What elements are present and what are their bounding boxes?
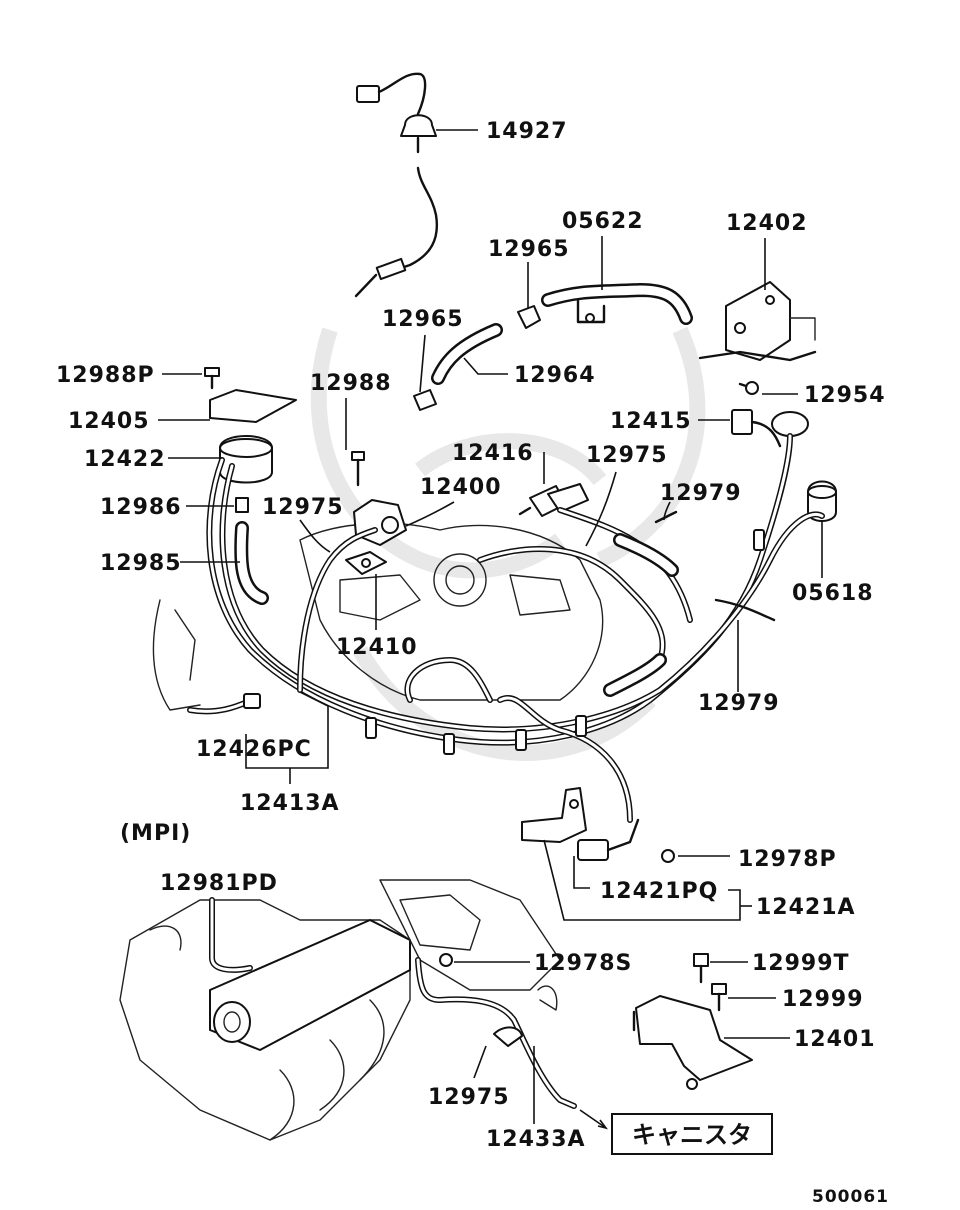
label-12978S: 12978S [534,951,632,976]
label-12975-right: 12975 [586,443,668,468]
label-14927: 14927 [486,119,568,144]
label-12999: 12999 [782,987,864,1012]
hose-12433A [415,957,577,1109]
bracket-12402 [698,281,817,362]
intake-manifold-mpi [119,879,561,1141]
label-05618: 05618 [792,581,874,606]
label-12410: 12410 [336,635,418,660]
canister-label: キャニスタ [632,1121,752,1149]
label-12415: 12415 [610,409,692,434]
label-12413A: 12413A [240,791,340,816]
label-12986: 12986 [100,495,182,520]
hose-12964 [431,323,503,385]
label-12975-left: 12975 [262,495,344,520]
label-12979-top: 12979 [660,481,742,506]
bracket-12421A [521,787,640,861]
hose-pipe-05622 [541,283,693,325]
label-12981PD: 12981PD [160,871,278,896]
label-12985: 12985 [100,551,182,576]
fitting-12986 [235,497,249,513]
label-12999T: 12999T [752,951,850,976]
label-12401: 12401 [794,1027,876,1052]
label-12965-upper: 12965 [488,237,570,262]
bolt-12978S [439,953,453,967]
vacuum-tube-12981PD [209,897,253,973]
label-05622: 05622 [562,209,644,234]
vacuum-harness-12413A [187,433,825,823]
label-12400: 12400 [420,475,502,500]
label-mpi: (MPI) [120,821,191,846]
canister-callout-box: キャニスタ [611,1113,773,1155]
diagram-number: 500061 [812,1187,889,1207]
label-12965-lower: 12965 [382,307,464,332]
oxygen-sensor-14927 [354,72,439,298]
clamp-12965-lower [413,389,437,411]
bolt-12954 [738,381,759,395]
label-12422: 12422 [84,447,166,472]
label-12964: 12964 [514,363,596,388]
gasket-12410 [345,551,387,575]
label-12421PQ: 12421PQ [600,879,718,904]
label-12975-lower: 12975 [428,1085,510,1110]
bolt-12988 [351,451,365,487]
bolt-12999T [693,953,709,984]
bolt-12988P [204,367,220,390]
label-12979-bottom: 12979 [698,691,780,716]
bolt-12999 [711,983,727,1012]
label-12402: 12402 [726,211,808,236]
connector-12415 [731,409,782,448]
label-12988P: 12988P [56,363,155,388]
label-12421A: 12421A [756,895,856,920]
label-12954: 12954 [804,383,886,408]
tie-12979 [654,510,776,622]
label-12416: 12416 [452,441,534,466]
clamp-12965-upper [517,305,541,329]
label-12433A: 12433A [486,1127,586,1152]
bracket-12401 [632,995,753,1090]
leader-lines [158,129,823,1130]
label-12405: 12405 [68,409,150,434]
label-12988: 12988 [310,371,392,396]
valve-05618 [807,480,837,522]
label-12978P: 12978P [738,847,837,872]
hose-12985 [234,521,269,605]
label-12426PC: 12426PC [196,737,312,762]
bracket-12405 [209,389,297,423]
vacuum-actuator [771,411,809,437]
part-labels: 14927 05622 12402 12965 12965 12964 1295… [56,119,886,1152]
sensor-12416 [518,483,589,517]
valve-12400 [353,499,407,546]
bolt-12978P [661,849,675,863]
